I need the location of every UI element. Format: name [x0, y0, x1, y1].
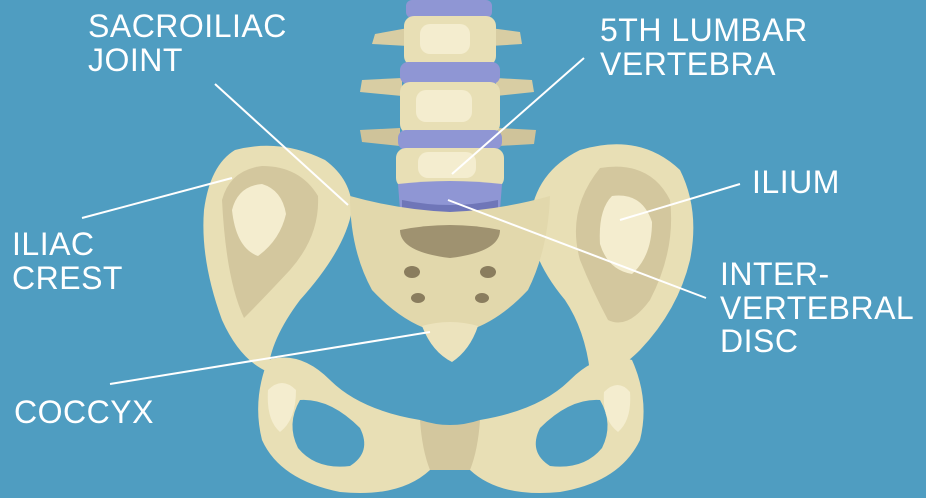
transverse-process: [360, 78, 402, 96]
lumbar-spine: [360, 0, 536, 214]
sacrum: [350, 196, 550, 335]
transverse-process: [360, 128, 400, 146]
label-line: SACROILIAC: [88, 10, 287, 44]
disc: [400, 62, 500, 84]
label-line: ILIAC: [12, 228, 123, 262]
label-line: INTER-: [720, 258, 914, 292]
vertebra-highlight: [416, 90, 472, 122]
coccyx: [422, 322, 478, 362]
pubic-symphysis: [420, 420, 480, 470]
disc: [398, 130, 502, 150]
label-iliac-crest: ILIAC CREST: [12, 228, 123, 295]
transverse-process: [372, 28, 408, 46]
label-line: ILIUM: [752, 166, 840, 200]
sacral-foramen: [475, 293, 489, 303]
label-intervertebral-disc: INTER- VERTEBRAL DISC: [720, 258, 914, 359]
vertebra-highlight: [420, 24, 470, 54]
label-line: CREST: [12, 262, 123, 296]
label-line: DISC: [720, 325, 914, 359]
sacral-foramen: [411, 293, 425, 303]
label-line: JOINT: [88, 44, 287, 78]
label-line: 5TH LUMBAR: [600, 14, 808, 48]
transverse-process: [498, 128, 536, 146]
label-line: VERTEBRAL: [720, 292, 914, 326]
transverse-process: [496, 78, 534, 96]
label-line: COCCYX: [14, 396, 154, 430]
label-line: VERTEBRA: [600, 48, 808, 82]
disc-top: [406, 0, 492, 18]
sacral-foramen: [404, 266, 420, 278]
vertebra-highlight: [418, 152, 476, 178]
label-ilium: ILIUM: [752, 166, 840, 200]
label-sacroiliac-joint: SACROILIAC JOINT: [88, 10, 287, 77]
label-5th-lumbar-vertebra: 5TH LUMBAR VERTEBRA: [600, 14, 808, 81]
sacral-foramen: [480, 266, 496, 278]
label-coccyx: COCCYX: [14, 396, 154, 430]
